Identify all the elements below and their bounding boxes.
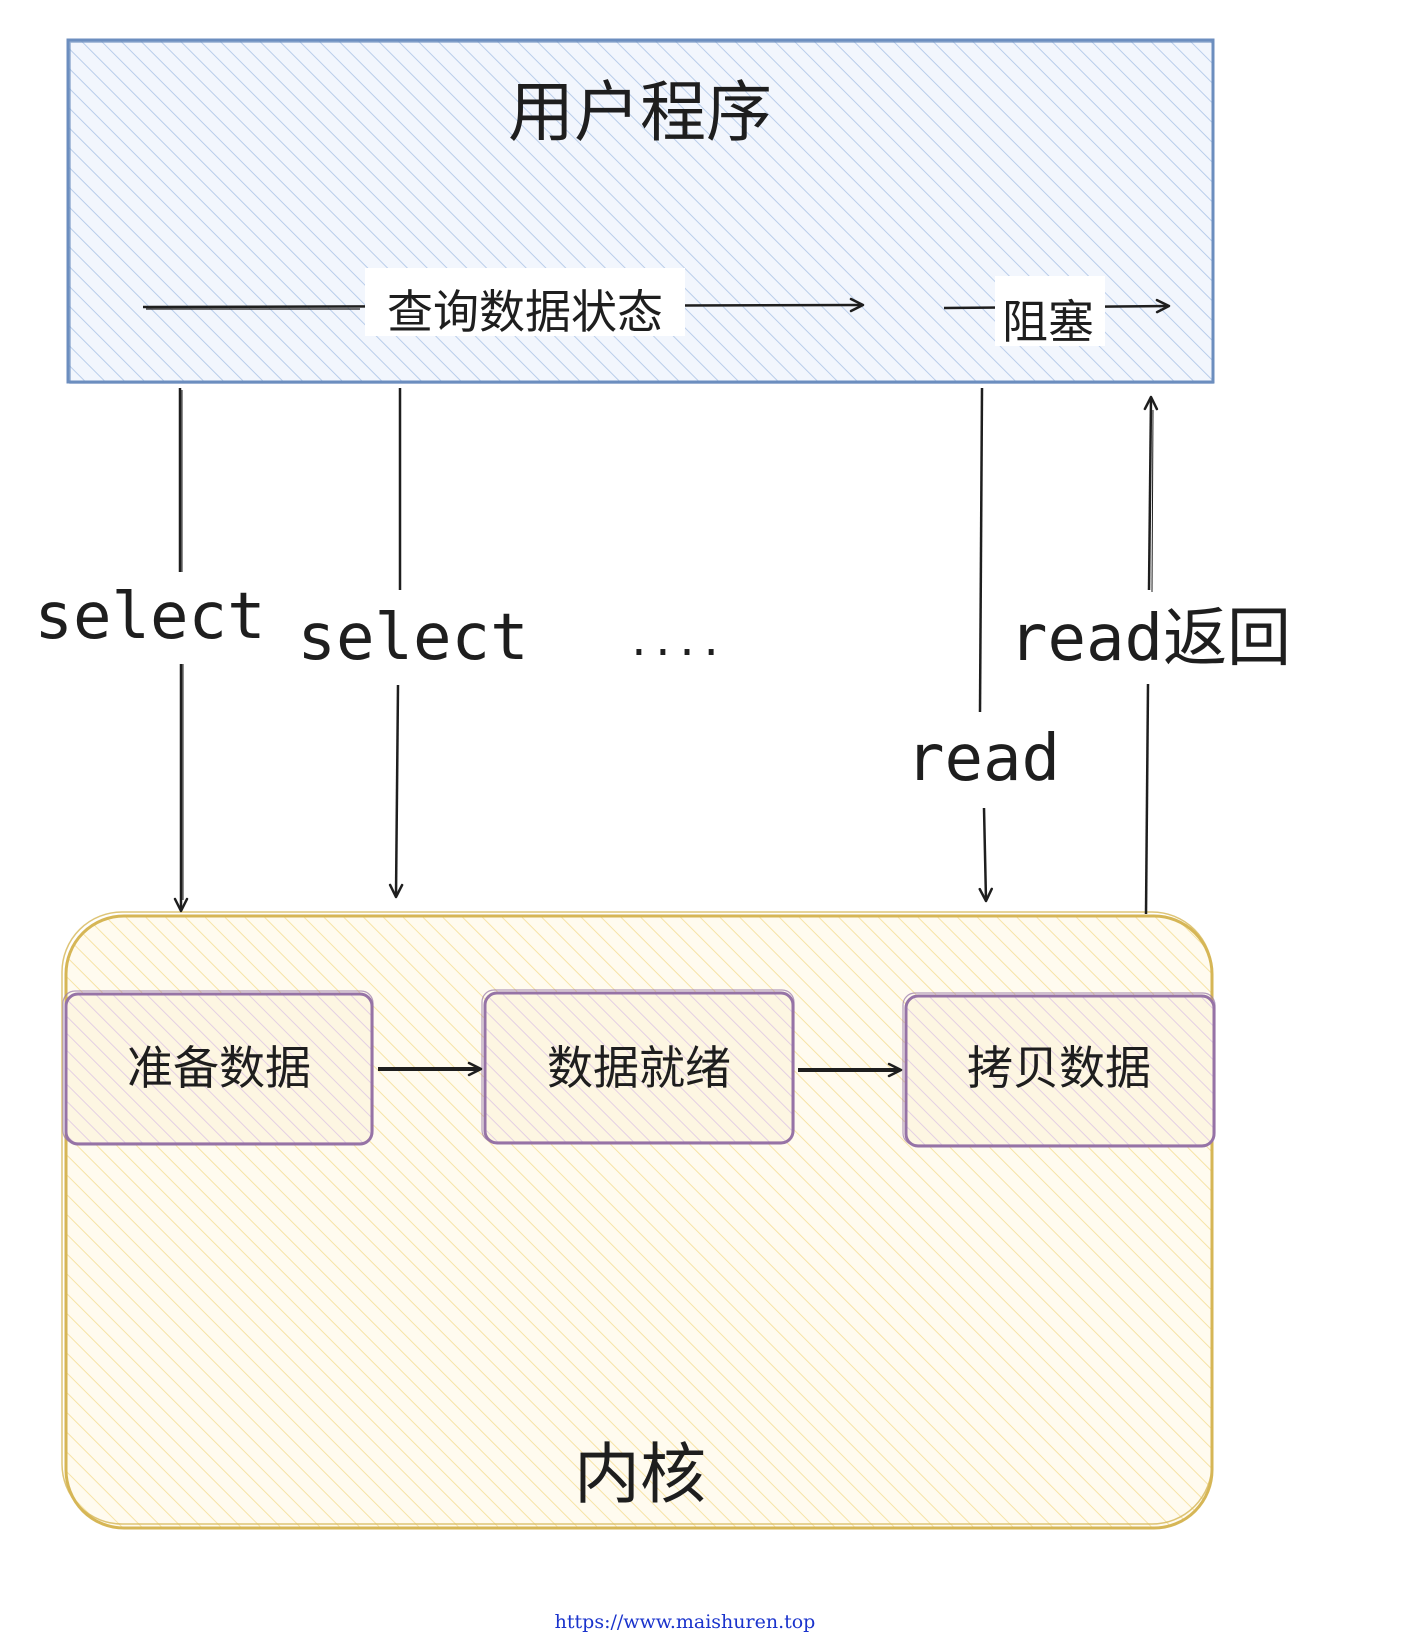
ellipsis-label: .... <box>627 619 723 665</box>
read-call: read <box>906 387 1060 903</box>
select-label-1: select <box>34 580 265 654</box>
read-return-label: read返回 <box>1009 602 1291 676</box>
step-data-ready-label: 数据就绪 <box>547 1041 731 1095</box>
watermark-url: https://www.maishuren.top <box>555 1611 816 1633</box>
blocked-label: 阻塞 <box>1002 295 1094 349</box>
step-prepare-data-label: 准备数据 <box>127 1041 311 1095</box>
blocked-arrow: 阻塞 <box>943 276 1171 349</box>
step-prepare-data: 准备数据 <box>62 990 374 1146</box>
kernel-title: 内核 <box>574 1436 706 1513</box>
read-return-call: read返回 <box>1009 395 1291 915</box>
read-label: read <box>906 722 1060 796</box>
query-status-arrow: 查询数据状态 <box>142 268 865 339</box>
step-copy-data: 拷贝数据 <box>902 992 1216 1148</box>
query-status-label: 查询数据状态 <box>387 285 663 339</box>
user-program-title: 用户程序 <box>508 74 772 151</box>
step-copy-data-label: 拷贝数据 <box>967 1041 1151 1095</box>
select-call-1: select <box>34 388 266 913</box>
select-label-2: select <box>297 601 528 675</box>
step-data-ready: 数据就绪 <box>481 989 795 1145</box>
select-call-2: select <box>297 388 529 899</box>
